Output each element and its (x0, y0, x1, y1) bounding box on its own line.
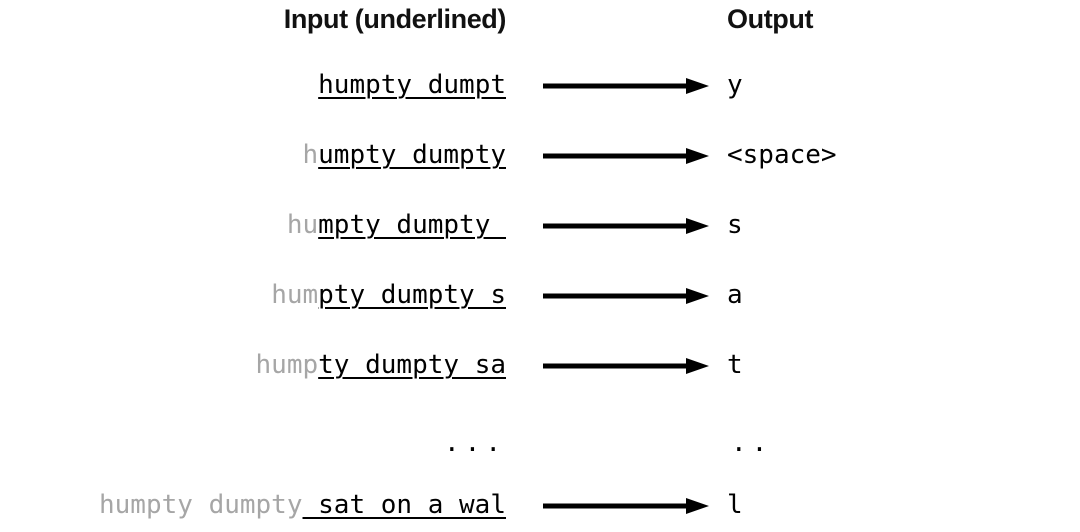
output-token: <space> (727, 140, 837, 170)
output-token: a (727, 280, 743, 310)
mapping-row: humpty dumpty s a (0, 278, 1080, 328)
arrow-right-icon (543, 76, 709, 96)
input-window-text: humpty dumpt (318, 70, 506, 100)
input-sequence: humpty dumpty sat on a wal (0, 488, 506, 522)
input-window-text: ty dumpty sa (318, 350, 506, 380)
arrow-right-icon (543, 496, 709, 516)
input-window-text: pty dumpty s (318, 280, 506, 310)
arrow-right-icon (543, 146, 709, 166)
arrow-right-icon (543, 286, 709, 306)
output-token: t (727, 350, 743, 380)
ellipsis-row: ..... (0, 428, 1080, 468)
output-token: y (727, 70, 743, 100)
input-context-text: h (302, 140, 319, 170)
mapping-row: humpty dumpt y (0, 68, 1080, 118)
output-token: s (727, 210, 743, 240)
input-ellipsis: ... (444, 428, 506, 458)
input-sequence: humpty dumpty sa (0, 348, 506, 382)
mapping-row: humpty dumpty sat on a wal l (0, 488, 1080, 532)
mapping-row: humpty dumpty s (0, 208, 1080, 258)
input-context-text: humpty dumpty (99, 490, 303, 520)
input-sequence: humpty dumpty (0, 138, 507, 172)
arrow-right-icon (543, 356, 709, 376)
mapping-row: humpty dumpty sa t (0, 348, 1080, 398)
input-window-text: umpty dumpty (318, 140, 506, 170)
input-column-header: Input (underlined) (283, 4, 507, 34)
input-sequence: humpty dumpt (0, 68, 506, 102)
input-window-text: mpty dumpty (318, 210, 506, 240)
input-sequence: humpty dumpty s (0, 278, 506, 312)
mapping-row: humpty dumpty <space> (0, 138, 1080, 188)
input-context-text: hump (255, 350, 319, 380)
input-context-text: hum (271, 280, 319, 310)
arrow-right-icon (543, 216, 709, 236)
input-window-text: sat on a wal (302, 490, 506, 520)
input-sequence: humpty dumpty (0, 208, 506, 242)
output-column-header: Output (727, 4, 814, 34)
input-context-text: hu (286, 210, 319, 240)
column-headers: Input (underlined) Output (0, 4, 1080, 48)
output-ellipsis: .. (731, 428, 773, 458)
output-token: l (727, 490, 743, 520)
